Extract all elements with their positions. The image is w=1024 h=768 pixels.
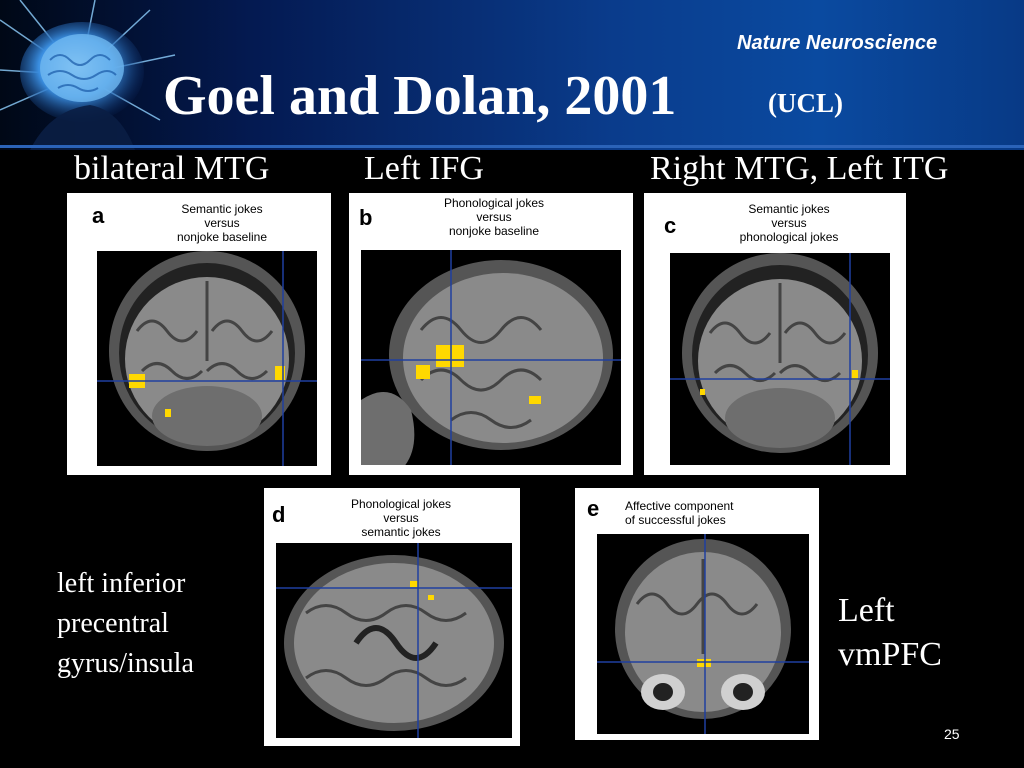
- slide-subtitle: (UCL): [768, 88, 843, 118]
- panel-a: a Semantic jokes versus nonjoke baseline: [67, 193, 331, 475]
- panel-b: b Phonological jokes versus nonjoke base…: [349, 193, 633, 475]
- panel-caption: Semantic jokes versus nonjoke baseline: [176, 202, 268, 244]
- page-number: 25: [944, 726, 960, 742]
- panel-caption: Phonological jokes versus semantic jokes: [350, 497, 452, 539]
- label-left-ifg: Left IFG: [364, 150, 484, 187]
- coronal-brain-scan: [670, 253, 890, 465]
- panel-letter: a: [92, 203, 105, 228]
- journal-name: Nature Neuroscience: [737, 32, 938, 54]
- banner-divider: [0, 145, 1024, 148]
- panel-letter: d: [272, 502, 286, 527]
- slide-title: Goel and Dolan, 2001: [163, 65, 677, 127]
- header-banner: Nature Neuroscience Goel and Dolan, 2001…: [0, 0, 1024, 150]
- sagittal-brain-scan: [361, 250, 621, 465]
- label-right-mtg-left-itg: Right MTG, Left ITG: [650, 150, 949, 187]
- panel-caption: Phonological jokes versus nonjoke baseli…: [443, 196, 545, 238]
- axial-brain-scan: [276, 543, 512, 738]
- panel-letter: e: [587, 496, 600, 521]
- label-left-inferior-precentral: left inferior precentral gyrus/insula: [57, 568, 194, 679]
- panel-letter: c: [664, 213, 677, 238]
- panel-d: d Phonological jokes versus semantic jok…: [264, 488, 520, 746]
- panel-caption: Semantic jokes versus phonological jokes: [739, 202, 839, 244]
- label-bilateral-mtg: bilateral MTG: [74, 150, 270, 187]
- panel-c: c Semantic jokes versus phonological jok…: [644, 193, 906, 475]
- coronal-brain-scan: [597, 534, 809, 734]
- brain-logo-icon: [0, 0, 176, 150]
- panel-letter: b: [359, 205, 373, 230]
- coronal-brain-scan: [97, 251, 317, 466]
- panel-caption: Affective component of successful jokes: [625, 499, 734, 527]
- panel-e: e Affective component of successful joke…: [575, 488, 819, 740]
- label-left-vmpfc: Left vmPFC: [838, 592, 942, 673]
